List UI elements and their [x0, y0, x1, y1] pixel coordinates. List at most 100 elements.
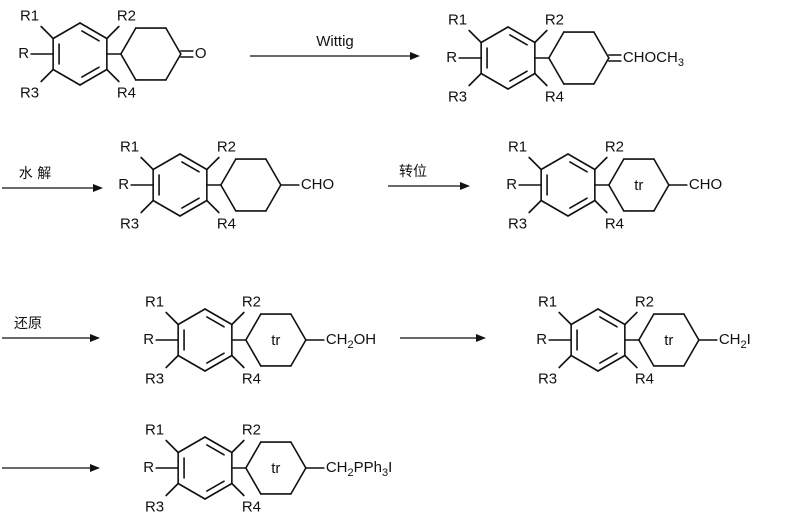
substituent-bond	[165, 311, 179, 326]
benzene-double-bond	[509, 70, 528, 82]
benzene-bond	[177, 482, 206, 500]
ketone-oxygen: O	[195, 45, 207, 62]
cyclohexane-bond	[220, 184, 237, 212]
substituent-bond	[140, 156, 154, 171]
label-r4: R4	[217, 215, 236, 232]
label-r4: R4	[545, 88, 564, 105]
label-r3: R3	[20, 84, 39, 101]
substituent-bond	[231, 482, 245, 497]
cyclohexane-bond	[290, 339, 307, 367]
enol-ether-group: CHOCH3	[623, 49, 684, 69]
substituent-bond	[106, 25, 120, 40]
cyclohexane-bond	[683, 313, 700, 341]
label-r: R	[506, 176, 517, 193]
benzene-bond	[204, 436, 233, 454]
cyclohexane-bond	[593, 31, 610, 59]
benzene-double-bond	[569, 161, 588, 173]
substituent-bond	[165, 482, 179, 497]
label-r2: R2	[117, 7, 136, 24]
benzene-bond	[177, 436, 206, 454]
benzene-double-bond	[206, 444, 225, 456]
cyclohexane-bond	[220, 158, 237, 186]
benzene-bond	[570, 308, 599, 326]
hydroxymethyl-group-part: OH	[354, 331, 377, 348]
phosphonium-arrow-head	[90, 464, 100, 472]
benzene-bond	[52, 22, 81, 40]
benzene-bond	[52, 68, 81, 86]
label-r3: R3	[538, 370, 557, 387]
substituent-bond	[558, 354, 572, 369]
trans-label: tr	[634, 177, 643, 194]
isomerization-arrow	[388, 182, 470, 190]
label-r3: R3	[508, 215, 527, 232]
cyclohexane-bond	[120, 53, 137, 81]
benzene-bond	[152, 199, 181, 217]
trans-label: tr	[271, 460, 280, 477]
benzene-bond	[540, 153, 569, 171]
cyclohexane-bond	[548, 57, 565, 85]
benzene-bond	[480, 26, 509, 44]
aldehyde-group: CHO	[689, 176, 722, 193]
substituent-bond	[140, 199, 154, 214]
benzene-bond	[204, 354, 233, 372]
benzene-bond	[507, 26, 536, 44]
wittig-arrow-head	[410, 52, 420, 60]
label-r4: R4	[635, 370, 654, 387]
cyclohexane-bond	[265, 184, 282, 212]
label-layer: Wittig水 解转位还原	[14, 33, 427, 332]
benzene-bond	[152, 153, 181, 171]
cyclohexane-bond	[548, 31, 565, 59]
enol-ether-group-part: 3	[678, 57, 684, 69]
hydrolysis-arrow	[2, 184, 103, 192]
substituent-bond	[206, 199, 220, 214]
substituent-bond	[624, 354, 638, 369]
benzene-bond	[597, 308, 626, 326]
aldehyde-group: CHO	[301, 176, 334, 193]
trans-label: tr	[271, 332, 280, 349]
arrow-layer	[2, 52, 486, 472]
cyclohexane-bond	[120, 27, 137, 55]
benzene-bond	[567, 199, 596, 217]
label-r3: R3	[145, 498, 164, 515]
benzene-double-bond	[509, 34, 528, 46]
substituent-bond	[231, 354, 245, 369]
label-r3: R3	[448, 88, 467, 105]
iodination-arrow	[400, 334, 486, 342]
substituent-bond	[534, 29, 548, 44]
label-r: R	[118, 176, 129, 193]
label-r4: R4	[605, 215, 624, 232]
label-r3: R3	[145, 370, 164, 387]
benzene-double-bond	[599, 316, 618, 328]
benzene-double-bond	[599, 352, 618, 364]
phosphonium-salt-group-part: 2	[348, 467, 354, 479]
cyclohexane-bond	[608, 184, 625, 212]
cyclohexane-bond	[683, 339, 700, 367]
cyclohexane-bond	[245, 441, 262, 469]
cyclohexane-bond	[653, 158, 670, 186]
label-r1: R1	[508, 138, 527, 155]
substituent-bond	[558, 311, 572, 326]
benzene-double-bond	[569, 197, 588, 209]
cyclohexane-bond	[265, 158, 282, 186]
iodomethyl-group: CH2I	[719, 331, 751, 351]
label-r: R	[446, 49, 457, 66]
benzene-bond	[567, 153, 596, 171]
phosphonium-salt-group-part: PPh	[354, 459, 382, 476]
label-r2: R2	[605, 138, 624, 155]
substituent-bond	[206, 156, 220, 171]
benzene-bond	[540, 199, 569, 217]
substituent-bond	[534, 72, 548, 87]
benzene-bond	[179, 199, 208, 217]
phosphonium-salt-group-part: I	[388, 459, 392, 476]
cyclohexane-bond	[165, 27, 182, 55]
iodomethyl-group-part: I	[747, 331, 751, 348]
label-r1: R1	[20, 7, 39, 24]
cyclohexane-bond	[290, 441, 307, 469]
substituent-bond	[165, 354, 179, 369]
